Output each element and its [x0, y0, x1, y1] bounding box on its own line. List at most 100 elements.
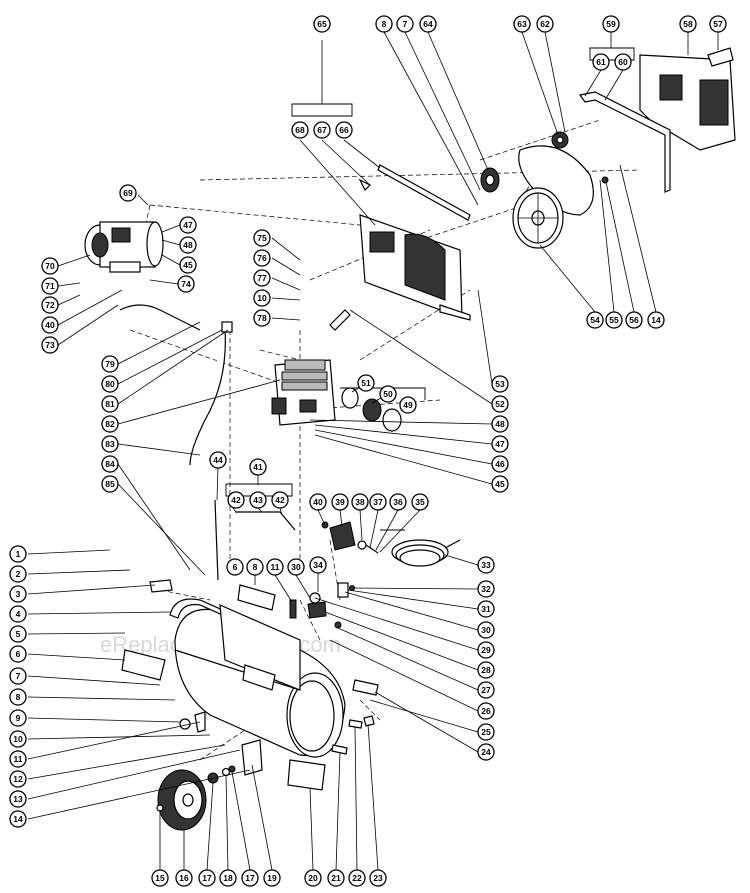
callout-13: 13: [9, 790, 27, 808]
callout-67: 67: [313, 121, 331, 139]
svg-text:26: 26: [481, 706, 491, 716]
callout-22: 22: [348, 869, 366, 887]
electric-motor: [84, 221, 164, 273]
callout-31: 31: [477, 600, 495, 618]
svg-text:61: 61: [596, 57, 606, 67]
svg-text:81: 81: [105, 399, 115, 409]
svg-text:47: 47: [183, 220, 193, 230]
callout-46: 46: [491, 455, 509, 473]
callout-64: 64: [419, 15, 437, 33]
callout-55: 55: [605, 311, 623, 329]
svg-text:46: 46: [495, 459, 505, 469]
svg-text:76: 76: [257, 253, 267, 263]
callout-83: 83: [101, 435, 119, 453]
callout-37: 37: [369, 493, 387, 511]
part-11: [289, 599, 297, 619]
svg-text:63: 63: [517, 19, 527, 29]
callout-9: 9: [9, 709, 27, 727]
callout-23: 23: [369, 869, 387, 887]
callout-5: 5: [9, 625, 27, 643]
callout-47b: 47: [491, 435, 509, 453]
callout-48a: 48: [179, 236, 197, 254]
callout-72: 72: [41, 296, 59, 314]
console-box: [219, 604, 301, 691]
svg-text:8: 8: [253, 562, 258, 572]
svg-text:16: 16: [179, 873, 189, 883]
callout-18: 18: [219, 869, 237, 887]
leader-lines: [27, 31, 719, 871]
callout-17a: 17: [198, 869, 216, 887]
svg-text:40: 40: [313, 497, 323, 507]
callout-61: 61: [592, 53, 610, 71]
manifold: [307, 582, 355, 629]
callout-49: 49: [399, 396, 417, 414]
svg-text:42: 42: [231, 495, 241, 505]
svg-text:8: 8: [16, 692, 21, 702]
svg-text:71: 71: [45, 281, 55, 291]
svg-text:51: 51: [361, 378, 371, 388]
callout-59: 59: [602, 15, 620, 33]
callout-29: 29: [477, 641, 495, 659]
svg-text:11: 11: [271, 562, 280, 572]
svg-text:6: 6: [233, 562, 238, 572]
svg-text:32: 32: [481, 584, 491, 594]
callout-39: 39: [331, 493, 349, 511]
svg-text:52: 52: [495, 399, 505, 409]
callout-52: 52: [491, 395, 509, 413]
svg-text:2: 2: [16, 569, 21, 579]
svg-text:67: 67: [317, 125, 327, 135]
callout-32: 32: [477, 580, 495, 598]
svg-text:10: 10: [13, 734, 23, 744]
svg-text:68: 68: [295, 125, 305, 135]
svg-text:38: 38: [355, 497, 365, 507]
svg-text:55: 55: [609, 315, 619, 325]
svg-text:3: 3: [16, 589, 21, 599]
svg-text:64: 64: [423, 19, 433, 29]
svg-text:39: 39: [335, 497, 345, 507]
svg-text:77: 77: [257, 273, 267, 283]
callout-2: 2: [9, 565, 27, 583]
callout-26: 26: [477, 702, 495, 720]
callout-48b: 48: [491, 415, 509, 433]
callout-33: 33: [477, 556, 495, 574]
breather: [329, 309, 351, 331]
callout-25: 25: [477, 723, 495, 741]
callout-40a: 40: [41, 316, 59, 334]
svg-text:43: 43: [253, 495, 263, 505]
callout-6b: 6: [226, 558, 244, 576]
decal-21: [331, 744, 348, 755]
svg-text:35: 35: [415, 497, 425, 507]
callout-15: 15: [151, 869, 169, 887]
svg-text:7: 7: [16, 671, 21, 681]
decal-20: [287, 759, 326, 791]
svg-text:30: 30: [291, 562, 301, 572]
svg-text:20: 20: [308, 873, 318, 883]
callout-57: 57: [709, 15, 727, 33]
callout-44: 44: [209, 451, 227, 469]
callout-12: 12: [9, 770, 27, 788]
svg-text:17: 17: [202, 873, 212, 883]
svg-text:54: 54: [590, 315, 600, 325]
bracket-3: [149, 579, 173, 593]
svg-text:75: 75: [257, 233, 267, 243]
svg-text:10: 10: [257, 293, 267, 303]
decal-24: [352, 679, 379, 696]
callout-69: 69: [119, 184, 137, 202]
callout-74: 74: [177, 275, 195, 293]
bracket-66: [358, 178, 372, 192]
svg-text:47: 47: [495, 439, 505, 449]
callout-7b: 7: [396, 15, 414, 33]
callout-71: 71: [41, 277, 59, 295]
callout-51: 51: [357, 374, 375, 392]
svg-text:34: 34: [313, 560, 323, 570]
svg-text:29: 29: [481, 645, 491, 655]
callout-45b: 45: [491, 475, 509, 493]
svg-text:48: 48: [183, 240, 193, 250]
foot-pad-9: [179, 718, 191, 730]
callout-7: 7: [9, 667, 27, 685]
callout-50: 50: [379, 385, 397, 403]
callout-56: 56: [625, 311, 643, 329]
callout-47a: 47: [179, 216, 197, 234]
svg-text:22: 22: [352, 873, 362, 883]
svg-text:18: 18: [223, 873, 233, 883]
